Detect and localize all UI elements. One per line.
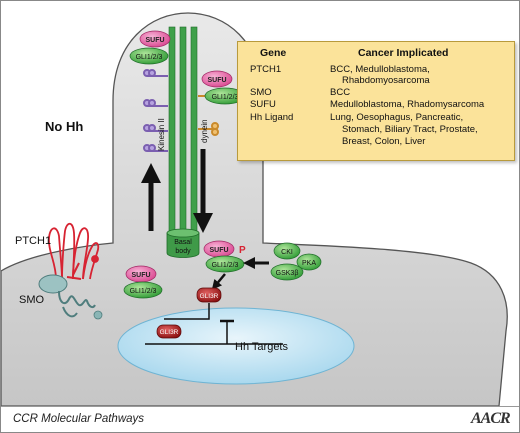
pka-label: PKA: [302, 260, 316, 267]
table-cancer-cell: BCC: [330, 87, 351, 98]
dynein-label: dynein: [200, 119, 209, 143]
ptch1-receptor: [48, 222, 100, 280]
table-gene-cell: PTCH1: [250, 64, 282, 75]
kinesin-motors: [143, 69, 168, 152]
smo-receptor: [38, 274, 103, 320]
pka-protein: [296, 253, 322, 271]
no-hh-label: No Hh: [45, 119, 84, 134]
table-header-gene: Gene: [260, 47, 287, 59]
sufu-label: SUFU: [207, 77, 226, 84]
gli-label: GLI1/2/3: [212, 94, 239, 101]
sufu-label: SUFU: [145, 37, 164, 44]
footer: CCR Molecular Pathways AACR: [1, 406, 519, 432]
gli-label: GLI1/2/3: [136, 54, 163, 61]
table-header-cancer: Cancer Implicated: [358, 47, 449, 59]
gli3r-nucleus: GLI3R: [156, 324, 182, 339]
axoneme: [168, 26, 198, 233]
sufu-label: SUFU: [209, 247, 228, 254]
basal-body-label-1: Basal: [174, 239, 192, 246]
aacr-logo: AACR: [471, 410, 511, 427]
ptch1-inhibition-bar: [66, 276, 82, 280]
table-cancer-cell: Stomach, Biliary Tract, Prostate,: [342, 124, 478, 135]
smo-label: SMO: [19, 294, 45, 306]
gsk-label: GSK3β: [276, 270, 299, 277]
cancer-table: Gene Cancer Implicated PTCH1 BCC, Medull…: [237, 41, 515, 161]
gli3r-label: GLI3R: [200, 293, 219, 300]
table-cancer-cell: Breast, Colon, Liver: [342, 136, 426, 147]
cki-protein: [273, 242, 301, 260]
cytoplasm-complex: SUFU GLI1/2/3: [123, 265, 163, 299]
gli-label: GLI1/2/3: [130, 288, 157, 295]
kinase-group: CKI PKA GSK3β: [270, 242, 322, 281]
processing-arrow: [211, 273, 226, 290]
ptch1-label: PTCH1: [15, 235, 51, 247]
sufu-protein: [201, 70, 233, 88]
table-cancer-cell: Medulloblastoma, Rhadomysarcoma: [330, 99, 485, 110]
table-cancer-cell: Rhabdomyosarcoma: [342, 75, 430, 86]
basal-body: Basal body: [166, 228, 200, 258]
cki-label: CKI: [281, 249, 293, 256]
gli-protein: [123, 281, 163, 299]
hh-targets-label: Hh Targets: [235, 341, 288, 353]
pathway-diagram: SUFU GLI1/2/3 SUFU GLI1/2/3 Kinesin II d…: [1, 12, 508, 407]
table-cancer-cell: Lung, Oesophagus, Pancreatic,: [330, 112, 464, 123]
sufu-label: SUFU: [131, 272, 150, 279]
phospho-label: P: [239, 245, 246, 256]
cilium-complex-left: SUFU GLI1/2/3: [129, 30, 171, 65]
ptch1-inhibition: [72, 262, 80, 276]
cilium-complex-right: SUFU GLI1/2/3: [201, 70, 246, 105]
inhibition-line: [164, 303, 210, 320]
table-gene-cell: SUFU: [250, 99, 276, 110]
table-gene-cell: SMO: [250, 87, 272, 98]
gli3r-label: GLI3R: [160, 329, 179, 336]
gli3r-cytoplasm: GLI3R: [196, 287, 222, 303]
table-gene-cell: Hh Ligand: [250, 112, 294, 123]
gli-protein: [129, 47, 169, 65]
gsk-protein: [270, 263, 304, 281]
sufu-protein: [139, 30, 171, 48]
hh-target-gene: Hh Targets: [145, 319, 288, 353]
phospho-complex: SUFU P GLI1/2/3: [203, 240, 246, 273]
table-cancer-cell: BCC, Medulloblastoma,: [330, 64, 430, 75]
kinesin-label: Kinesin II: [157, 118, 166, 151]
footer-title: CCR Molecular Pathways: [13, 413, 145, 425]
basal-body-label-2: body: [175, 248, 191, 255]
gli-label: GLI1/2/3: [212, 262, 239, 269]
